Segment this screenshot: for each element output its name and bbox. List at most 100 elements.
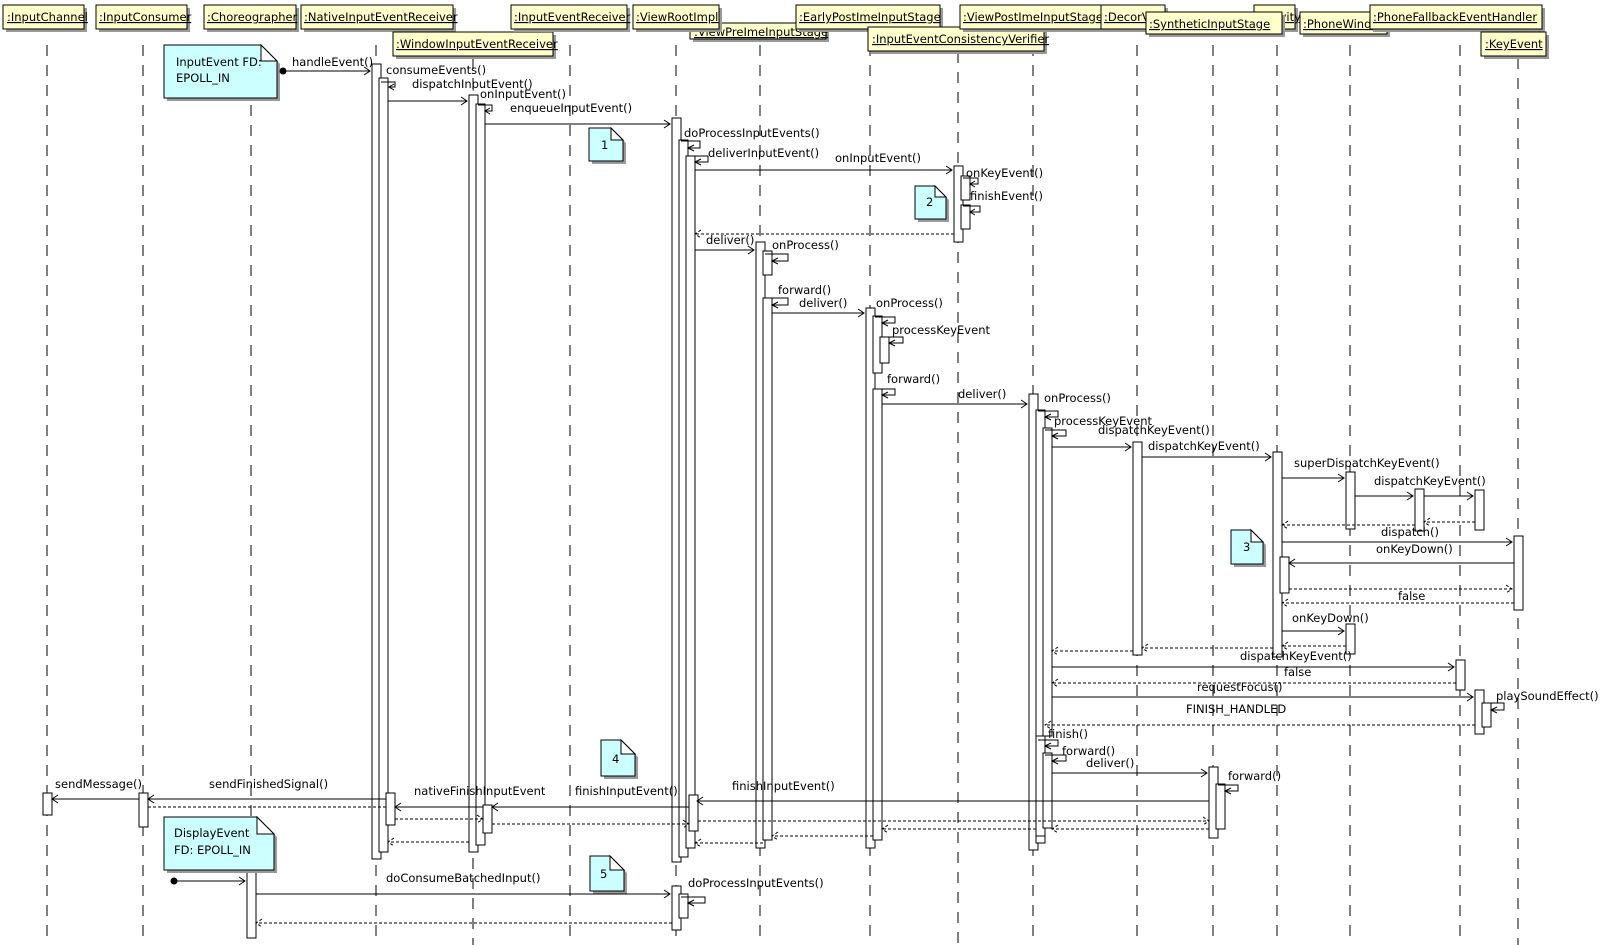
message-arrow	[1282, 473, 1345, 483]
message-label: finishInputEvent()	[575, 784, 678, 798]
activation-bar	[1215, 783, 1226, 830]
object-header-input-channel: :InputChannel	[2, 4, 88, 32]
activation-bar	[1132, 441, 1143, 656]
return-arrow	[1281, 641, 1346, 651]
object-header-choreographer: :Choreographer	[203, 4, 299, 32]
message-label: consumeEvents()	[386, 63, 486, 77]
message-arrow	[882, 399, 1028, 409]
object-label: :EarlyPostImeInputStage	[799, 10, 941, 24]
message-label: onInputEvent()	[480, 87, 566, 101]
activation-bar	[872, 388, 883, 841]
message-arrow	[1142, 452, 1272, 462]
message-label: onInputEvent()	[835, 151, 921, 165]
message-label: requestFocus()	[1197, 680, 1283, 694]
note-3: 3	[1230, 528, 1266, 567]
message-arrow	[485, 119, 671, 129]
message-arrow	[688, 155, 709, 163]
message-arrow	[388, 96, 468, 106]
message-label: onKeyDown()	[1292, 611, 1369, 625]
message-arrow	[1288, 558, 1514, 568]
return-arrow	[1051, 824, 1209, 834]
object-label: :InputEventConsistencyVerifier	[872, 32, 1049, 46]
object-label: :NativeInputEventReceiver	[304, 10, 458, 24]
message-label: deliver()	[958, 387, 1006, 401]
message-label: dispatchKeyEvent()	[1148, 439, 1260, 453]
return-arrow	[771, 831, 873, 841]
return-arrow	[881, 824, 1036, 834]
return-arrow	[1044, 720, 1475, 730]
message-arrow	[1218, 784, 1239, 792]
message-label: playSoundEffect()	[1496, 689, 1599, 703]
object-label: :KeyEvent	[1485, 37, 1543, 51]
message-label: nativeFinishInputEvent	[414, 784, 546, 798]
object-header-synthetic-input-stage: :SyntheticInputStage	[1145, 11, 1285, 37]
message-arrow	[963, 177, 979, 185]
message-arrow	[696, 796, 1209, 806]
note-2: 2	[914, 184, 949, 222]
object-label: :SyntheticInputStage	[1149, 17, 1270, 31]
activations	[42, 63, 1524, 939]
message-arrow	[772, 308, 865, 318]
object-label: :Choreographer	[207, 10, 298, 24]
message-arrow	[1052, 662, 1455, 672]
activation-bar	[1345, 623, 1356, 655]
message-label: onProcess()	[1044, 391, 1111, 405]
object-label: :ViewRootImpl	[636, 10, 718, 24]
message-label: false	[1284, 665, 1311, 679]
message-arrow	[1052, 692, 1474, 702]
message-arrow	[170, 876, 246, 886]
message-label: forward()	[1228, 769, 1281, 783]
message-label: onProcess()	[876, 296, 943, 310]
object-header-view-pre-ime-input-stage: :ViewPreImeInputStage	[689, 22, 829, 42]
activation-bar	[762, 250, 773, 276]
activation-bar	[960, 175, 971, 201]
message-arrow	[1038, 739, 1059, 747]
message-label: deliver()	[706, 233, 754, 247]
return-arrow	[1051, 678, 1456, 688]
activation-bar	[138, 792, 149, 828]
return-arrow	[387, 837, 469, 847]
message-label: forward()	[778, 283, 831, 297]
object-label: :WindowInputEventReceiver	[396, 37, 558, 51]
activation-bar	[1279, 556, 1290, 594]
return-arrow	[694, 838, 763, 848]
note-line: EPOLL_IN	[176, 71, 230, 85]
object-header-input-event-receiver: :InputEventReceiver	[510, 4, 631, 32]
activation-bar	[762, 297, 773, 841]
return-arrow	[1051, 646, 1133, 656]
object-label: :PhoneFallbackEventHandler	[1373, 10, 1537, 24]
message-arrow	[394, 802, 483, 812]
message-label: false	[1398, 589, 1425, 603]
note-5: 5	[589, 854, 627, 894]
activation-bar	[1414, 488, 1425, 532]
message-arrow	[147, 794, 386, 804]
message-label: dispatchKeyEvent()	[1240, 649, 1352, 663]
object-header-key-event: :KeyEvent	[1480, 31, 1549, 59]
activation-bar	[482, 804, 493, 834]
object-label: :PhoneWindow	[1303, 17, 1388, 31]
return-arrow	[395, 814, 484, 824]
messages: handleEvent() consumeEvents() dispatchIn…	[51, 55, 1599, 928]
message-arrow	[1282, 626, 1345, 636]
return-arrow	[698, 816, 1210, 826]
message-arrow	[1282, 537, 1513, 547]
activation-bar	[1474, 489, 1485, 531]
message-label: deliver()	[1086, 756, 1134, 770]
message-label: onKeyDown()	[1376, 542, 1453, 556]
message-label: dispatchInputEvent()	[412, 77, 533, 91]
activation-bar	[1513, 535, 1524, 611]
return-arrow	[694, 229, 954, 239]
return-arrow	[1141, 643, 1273, 653]
note-line: DisplayEvent	[174, 826, 250, 840]
return-arrow	[1281, 520, 1415, 530]
message-label: deliverInputEvent()	[708, 146, 819, 160]
note-input-event-fd: InputEvent FD: EPOLL_IN	[163, 43, 280, 101]
activation-bar	[879, 336, 890, 364]
note-display-event-fd: DisplayEvent FD: EPOLL_IN	[163, 815, 277, 873]
message-label: sendMessage()	[55, 777, 142, 791]
message-arrow	[765, 253, 789, 262]
activation-bar	[1345, 471, 1356, 530]
message-arrow	[875, 388, 896, 396]
message-label: sendFinishedSignal()	[209, 777, 328, 791]
